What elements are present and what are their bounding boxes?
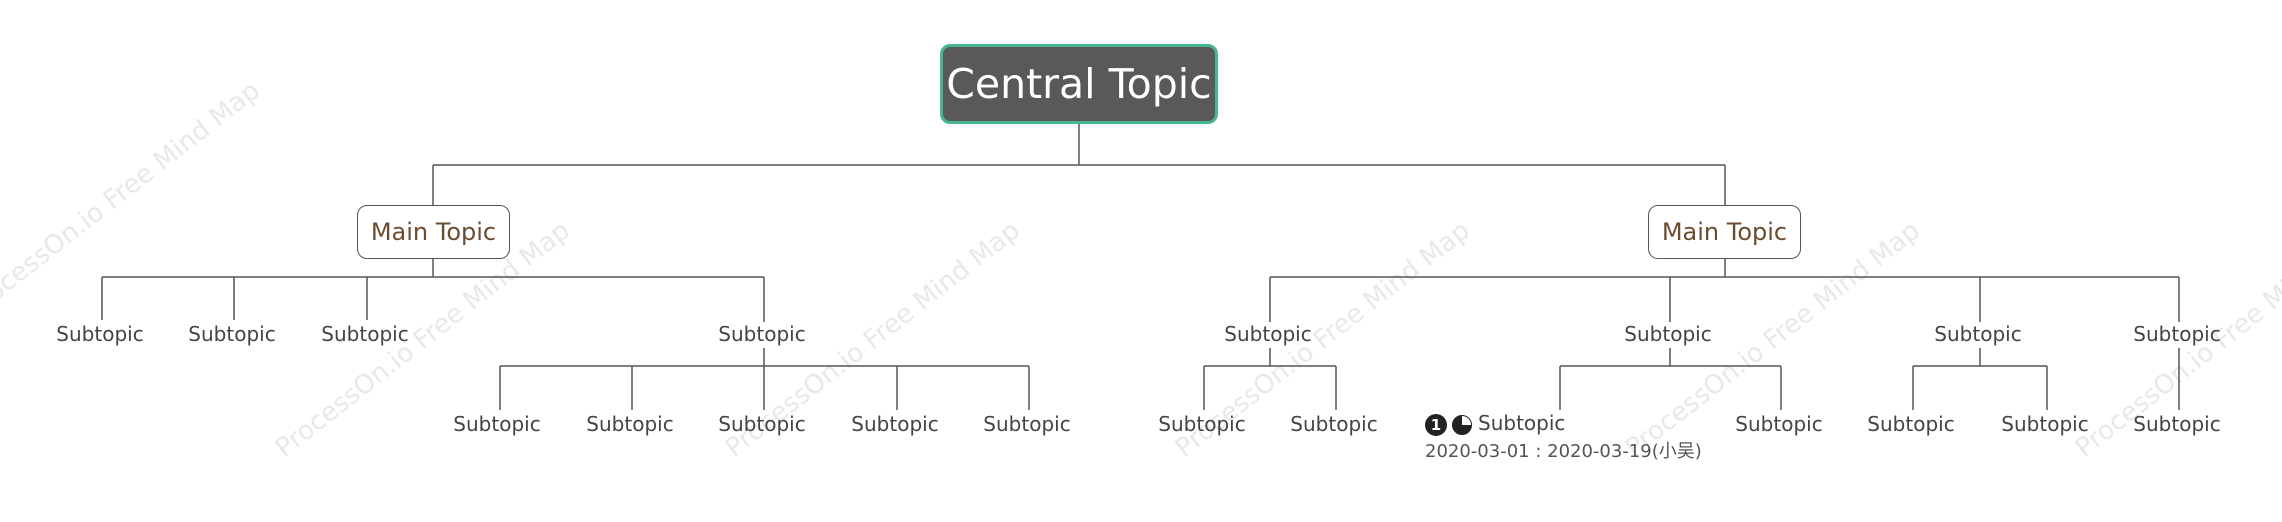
main-topic-right[interactable]: Main Topic [1648, 205, 1801, 259]
task-dates: 2020-03-01 : 2020-03-19(小吴) [1425, 441, 1702, 462]
connector-right-drop [1269, 277, 2180, 322]
subtopic[interactable]: Subtopic [321, 322, 409, 346]
subtopic[interactable]: Subtopic [718, 412, 806, 436]
subtopic[interactable]: Subtopic [586, 412, 674, 436]
subtopic[interactable]: Subtopic [1934, 322, 2022, 346]
central-topic[interactable]: Central Topic [940, 44, 1218, 124]
subtopic[interactable]: Subtopic [851, 412, 939, 436]
subtopic[interactable]: Subtopic [1624, 322, 1712, 346]
subtopic[interactable]: Subtopic [1158, 412, 1246, 436]
subtopic[interactable]: Subtopic [1867, 412, 1955, 436]
progress-pie-icon [1452, 414, 1472, 435]
connector-right-a [1203, 348, 1337, 410]
subtopic[interactable]: Subtopic [2001, 412, 2089, 436]
subtopic-label: Subtopic [1478, 411, 1566, 435]
subtopic-with-markers[interactable]: 1 Subtopic [1425, 411, 1565, 436]
subtopic[interactable]: Subtopic [2133, 412, 2221, 436]
connector-left-nested-drop [499, 366, 1030, 410]
subtopic[interactable]: Subtopic [1290, 412, 1378, 436]
subtopic[interactable]: Subtopic [1735, 412, 1823, 436]
connector-left-drop [101, 277, 765, 322]
connector-right-b [1559, 348, 1782, 410]
priority-1-icon: 1 [1425, 413, 1447, 436]
subtopic[interactable]: Subtopic [718, 322, 806, 346]
main-topic-left[interactable]: Main Topic [357, 205, 510, 259]
subtopic[interactable]: Subtopic [1224, 322, 1312, 346]
connector-right-c [1912, 348, 2048, 410]
subtopic[interactable]: Subtopic [2133, 322, 2221, 346]
subtopic[interactable]: Subtopic [188, 322, 276, 346]
subtopic[interactable]: Subtopic [453, 412, 541, 436]
subtopic[interactable]: Subtopic [56, 322, 144, 346]
subtopic[interactable]: Subtopic [983, 412, 1071, 436]
